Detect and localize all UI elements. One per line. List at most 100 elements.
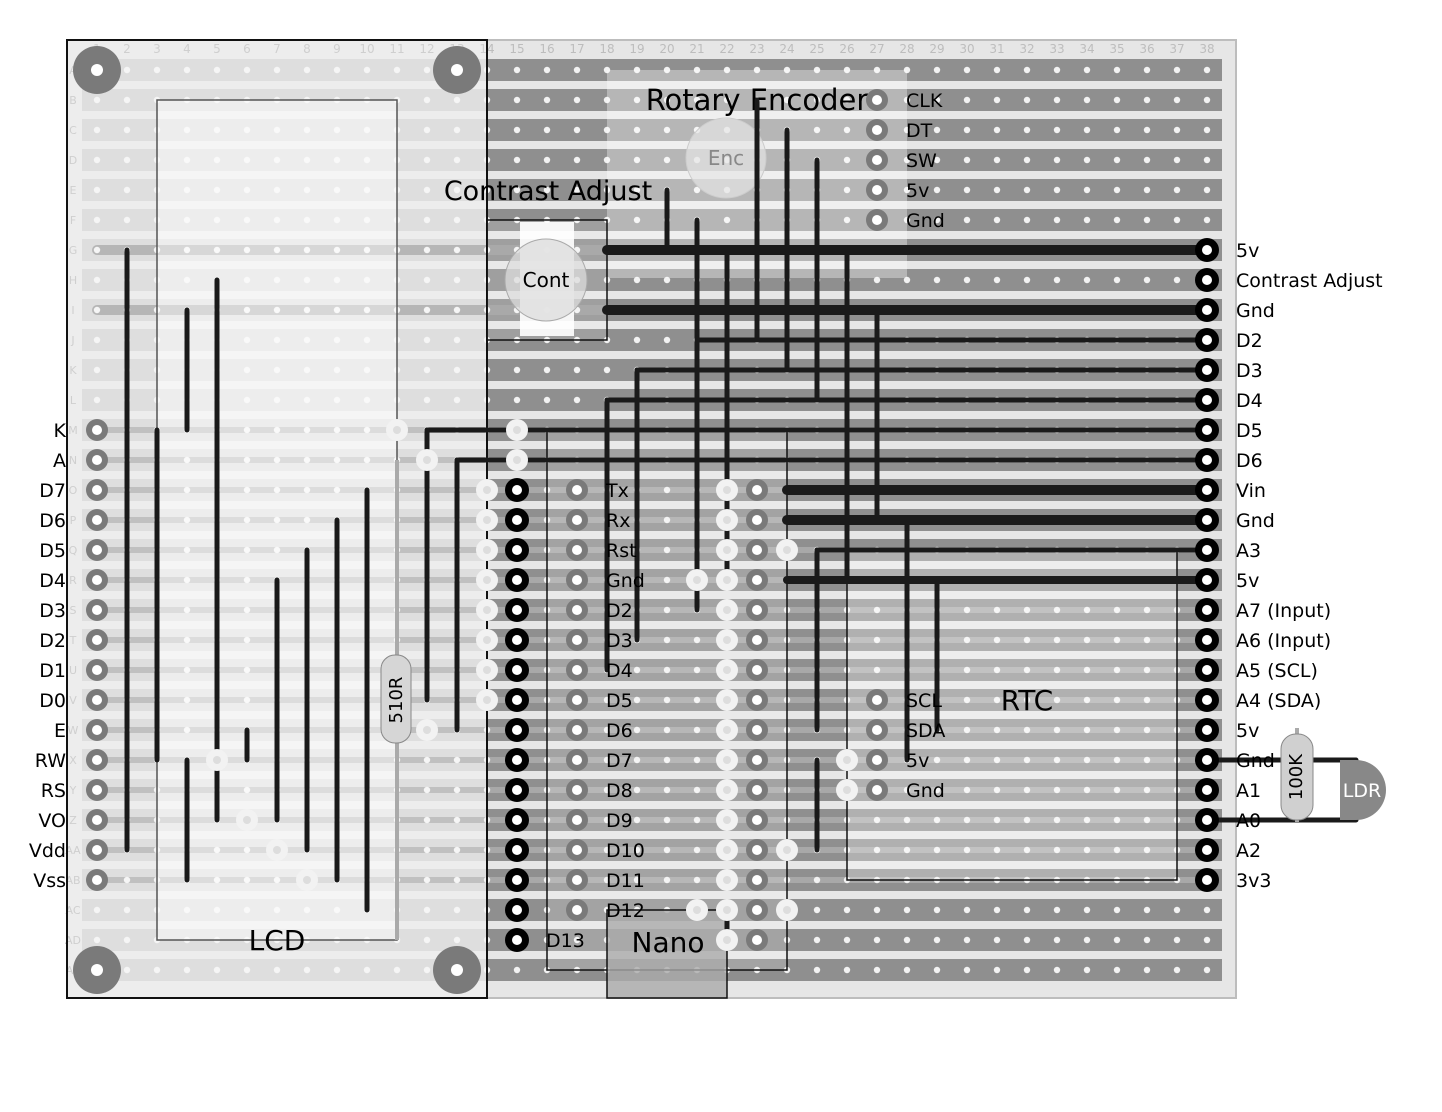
strip-hole xyxy=(1143,726,1151,734)
copper-strip-right xyxy=(487,59,1222,81)
pin-ghost-hole xyxy=(483,636,491,644)
strip-hole xyxy=(123,906,131,914)
strip-hole xyxy=(603,876,611,884)
strip-hole xyxy=(1203,156,1211,164)
pin-grey-hole xyxy=(752,485,762,495)
pin-dark-hole xyxy=(1202,305,1212,315)
strip-hole xyxy=(1023,936,1031,944)
strip-hole xyxy=(963,216,971,224)
strip-hole xyxy=(1143,666,1151,674)
column-label: 7 xyxy=(273,42,281,56)
strip-hole xyxy=(873,816,881,824)
strip-hole xyxy=(1083,636,1091,644)
strip-hole xyxy=(993,276,1001,284)
strip-hole xyxy=(243,546,251,554)
row-label: T xyxy=(69,634,77,647)
strip-hole xyxy=(423,246,431,254)
strip-hole xyxy=(183,186,191,194)
copper-strip-left xyxy=(82,119,487,141)
pin-grey-hole xyxy=(872,155,882,165)
pin-label: 5v xyxy=(1236,570,1259,592)
strip-hole xyxy=(423,186,431,194)
column-label: 12 xyxy=(419,42,434,56)
strip-hole xyxy=(1203,186,1211,194)
strip-hole xyxy=(1173,906,1181,914)
strip-hole xyxy=(243,516,251,524)
copper-strip-left xyxy=(82,389,487,411)
pin-ghost-hole xyxy=(423,726,431,734)
strip-hole xyxy=(693,816,701,824)
pin-label: D2 xyxy=(1236,330,1263,352)
strip-hole xyxy=(1143,966,1151,974)
pin-dark-hole xyxy=(1202,455,1212,465)
strip-hole xyxy=(423,96,431,104)
strip-hole xyxy=(93,276,101,284)
strip-hole xyxy=(693,726,701,734)
strip-hole xyxy=(843,156,851,164)
strip-hole xyxy=(963,696,971,704)
strip-hole xyxy=(273,456,281,464)
column-label: 15 xyxy=(509,42,524,56)
strip-hole xyxy=(273,186,281,194)
pin-grey-hole xyxy=(92,875,102,885)
strip-hole xyxy=(213,846,221,854)
strip-hole xyxy=(813,936,821,944)
strip-hole xyxy=(123,66,131,74)
pin-ghost-hole xyxy=(723,486,731,494)
strip-hole xyxy=(1023,666,1031,674)
strip-hole xyxy=(243,66,251,74)
strip-hole xyxy=(363,126,371,134)
strip-hole xyxy=(933,66,941,74)
pin-dark-hole xyxy=(1202,665,1212,675)
strip-hole xyxy=(243,216,251,224)
row-label: X xyxy=(69,754,77,767)
strip-hole xyxy=(303,276,311,284)
strip-hole xyxy=(243,636,251,644)
strip-hole xyxy=(813,906,821,914)
row-label: S xyxy=(70,604,77,617)
row-label: U xyxy=(69,664,77,677)
strip-hole xyxy=(1083,606,1091,614)
strip-hole xyxy=(1023,156,1031,164)
pin-label: D13 xyxy=(546,930,585,952)
strip-hole xyxy=(453,936,461,944)
strip-hole xyxy=(663,66,671,74)
strip-hole xyxy=(1083,66,1091,74)
pin-ghost-hole xyxy=(393,426,401,434)
strip-hole xyxy=(303,366,311,374)
row-label: AD xyxy=(65,934,81,947)
copper-strip-left xyxy=(82,899,487,921)
column-label: 5 xyxy=(213,42,221,56)
strip-hole xyxy=(603,696,611,704)
strip-hole xyxy=(1023,726,1031,734)
column-label: 27 xyxy=(869,42,884,56)
strip-hole xyxy=(1083,906,1091,914)
strip-hole xyxy=(453,336,461,344)
pin-grey-hole xyxy=(92,725,102,735)
strip-hole xyxy=(1113,606,1121,614)
strip-hole xyxy=(1023,846,1031,854)
pin-dark-hole xyxy=(512,665,522,675)
strip-hole xyxy=(1053,666,1061,674)
column-label: 16 xyxy=(539,42,554,56)
strip-hole xyxy=(693,696,701,704)
row-label: G xyxy=(69,244,78,257)
strip-hole xyxy=(843,966,851,974)
strip-hole xyxy=(633,156,641,164)
rtc-title: RTC xyxy=(1001,684,1053,717)
resistor-100k-body xyxy=(1280,733,1314,821)
pin-label: Gnd xyxy=(1236,300,1275,322)
pin-grey-hole xyxy=(92,575,102,585)
mounting-holes xyxy=(73,46,481,994)
strip-hole xyxy=(513,366,521,374)
row-label: M xyxy=(68,424,78,437)
strip-hole xyxy=(1113,936,1121,944)
pin-dark-hole xyxy=(1202,635,1212,645)
pin-grey-hole xyxy=(752,755,762,765)
row-label: K xyxy=(69,364,77,377)
strip-hole xyxy=(363,66,371,74)
strip-hole xyxy=(693,186,701,194)
strip-hole xyxy=(903,276,911,284)
pin-label: D4 xyxy=(1236,390,1263,412)
column-label: 19 xyxy=(629,42,644,56)
